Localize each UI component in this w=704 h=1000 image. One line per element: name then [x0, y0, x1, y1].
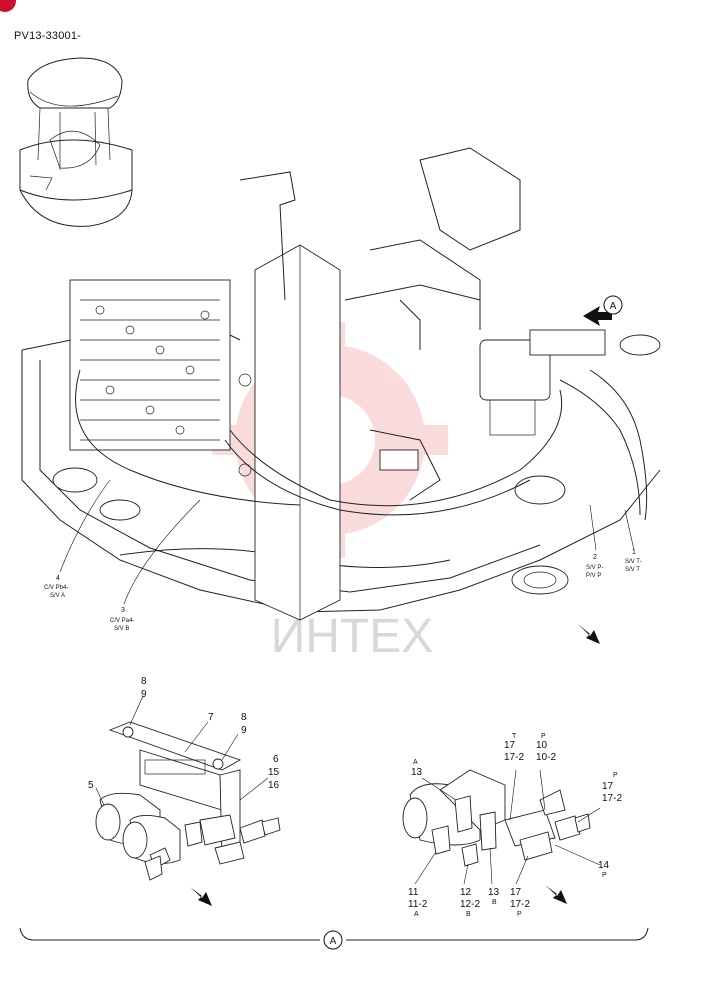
svg-text:S/V B: S/V B	[114, 626, 129, 632]
svg-text:T: T	[512, 733, 517, 740]
detail-left-labels: 8 9 7 8 9 6 15 16 5	[88, 676, 280, 791]
svg-text:S/V T-: S/V T-	[625, 559, 642, 565]
svg-text:A: A	[413, 759, 418, 766]
svg-text:C/V Pa4-: C/V Pa4-	[110, 618, 134, 624]
main-assembly	[21, 147, 661, 621]
svg-text:C/V Pb4-: C/V Pb4-	[44, 585, 68, 591]
svg-text:B: B	[466, 911, 471, 918]
svg-text:17: 17	[504, 740, 516, 751]
svg-text:16: 16	[268, 780, 280, 791]
svg-text:10-2: 10-2	[536, 752, 556, 763]
svg-text:17: 17	[510, 887, 522, 898]
svg-text:S/V T: S/V T	[625, 567, 640, 573]
svg-text:9: 9	[241, 725, 247, 736]
direction-arrow-right	[545, 885, 567, 904]
svg-text:17: 17	[602, 781, 614, 792]
svg-text:12: 12	[460, 887, 472, 898]
svg-text:17-2: 17-2	[510, 899, 530, 910]
red-corner-mark	[0, 0, 16, 12]
detail-right-labels: A 13 T 17 17-2 P 10 10-2 P 17 17-2 14 P …	[408, 733, 622, 918]
direction-arrow-left	[190, 887, 212, 906]
svg-text:11-2: 11-2	[408, 899, 428, 910]
svg-text:8: 8	[141, 676, 147, 687]
page-code: PV13-33001-	[14, 30, 82, 42]
svg-text:2: 2	[593, 554, 597, 561]
svg-text:P: P	[602, 872, 607, 879]
svg-text:10: 10	[536, 740, 548, 751]
callout-4: 4 C/V Pb4- S/V A	[44, 479, 111, 599]
direction-arrow-main	[578, 624, 600, 644]
svg-text:A: A	[414, 911, 419, 918]
view-a-marker: A	[583, 295, 623, 326]
svg-text:9: 9	[141, 689, 147, 700]
svg-text:17-2: 17-2	[504, 752, 524, 763]
svg-text:17-2: 17-2	[602, 793, 622, 804]
callout-1: 1 S/V T- S/V T	[624, 509, 642, 573]
svg-text:P: P	[517, 911, 522, 918]
svg-text:7: 7	[208, 712, 214, 723]
svg-text:6: 6	[273, 754, 279, 765]
svg-text:4: 4	[56, 575, 60, 582]
machine-thumbnail	[19, 57, 133, 227]
svg-text:S/V A: S/V A	[50, 593, 65, 599]
svg-text:15: 15	[268, 767, 280, 778]
svg-text:P: P	[613, 772, 618, 779]
svg-text:A: A	[610, 301, 617, 312]
svg-text:P: P	[541, 733, 546, 740]
svg-text:B: B	[492, 899, 497, 906]
view-a-bracket: A	[19, 927, 649, 950]
svg-text:3: 3	[121, 607, 125, 614]
svg-text:14: 14	[598, 860, 610, 871]
svg-text:5: 5	[88, 780, 94, 791]
callout-3: 3 C/V Pa4- S/V B	[110, 499, 201, 632]
detail-right-assembly	[402, 769, 601, 885]
svg-text:13: 13	[411, 767, 423, 778]
callout-2: 2 S/V P- P/V P	[586, 504, 603, 579]
svg-text:S/V P-: S/V P-	[586, 565, 603, 571]
svg-text:8: 8	[241, 712, 247, 723]
svg-text:13: 13	[488, 887, 500, 898]
svg-text:P/V P: P/V P	[586, 573, 601, 579]
svg-text:12-2: 12-2	[460, 899, 480, 910]
svg-text:A: A	[330, 936, 337, 947]
detail-left-assembly	[95, 695, 281, 881]
svg-text:1: 1	[632, 549, 636, 556]
svg-text:11: 11	[408, 887, 419, 898]
